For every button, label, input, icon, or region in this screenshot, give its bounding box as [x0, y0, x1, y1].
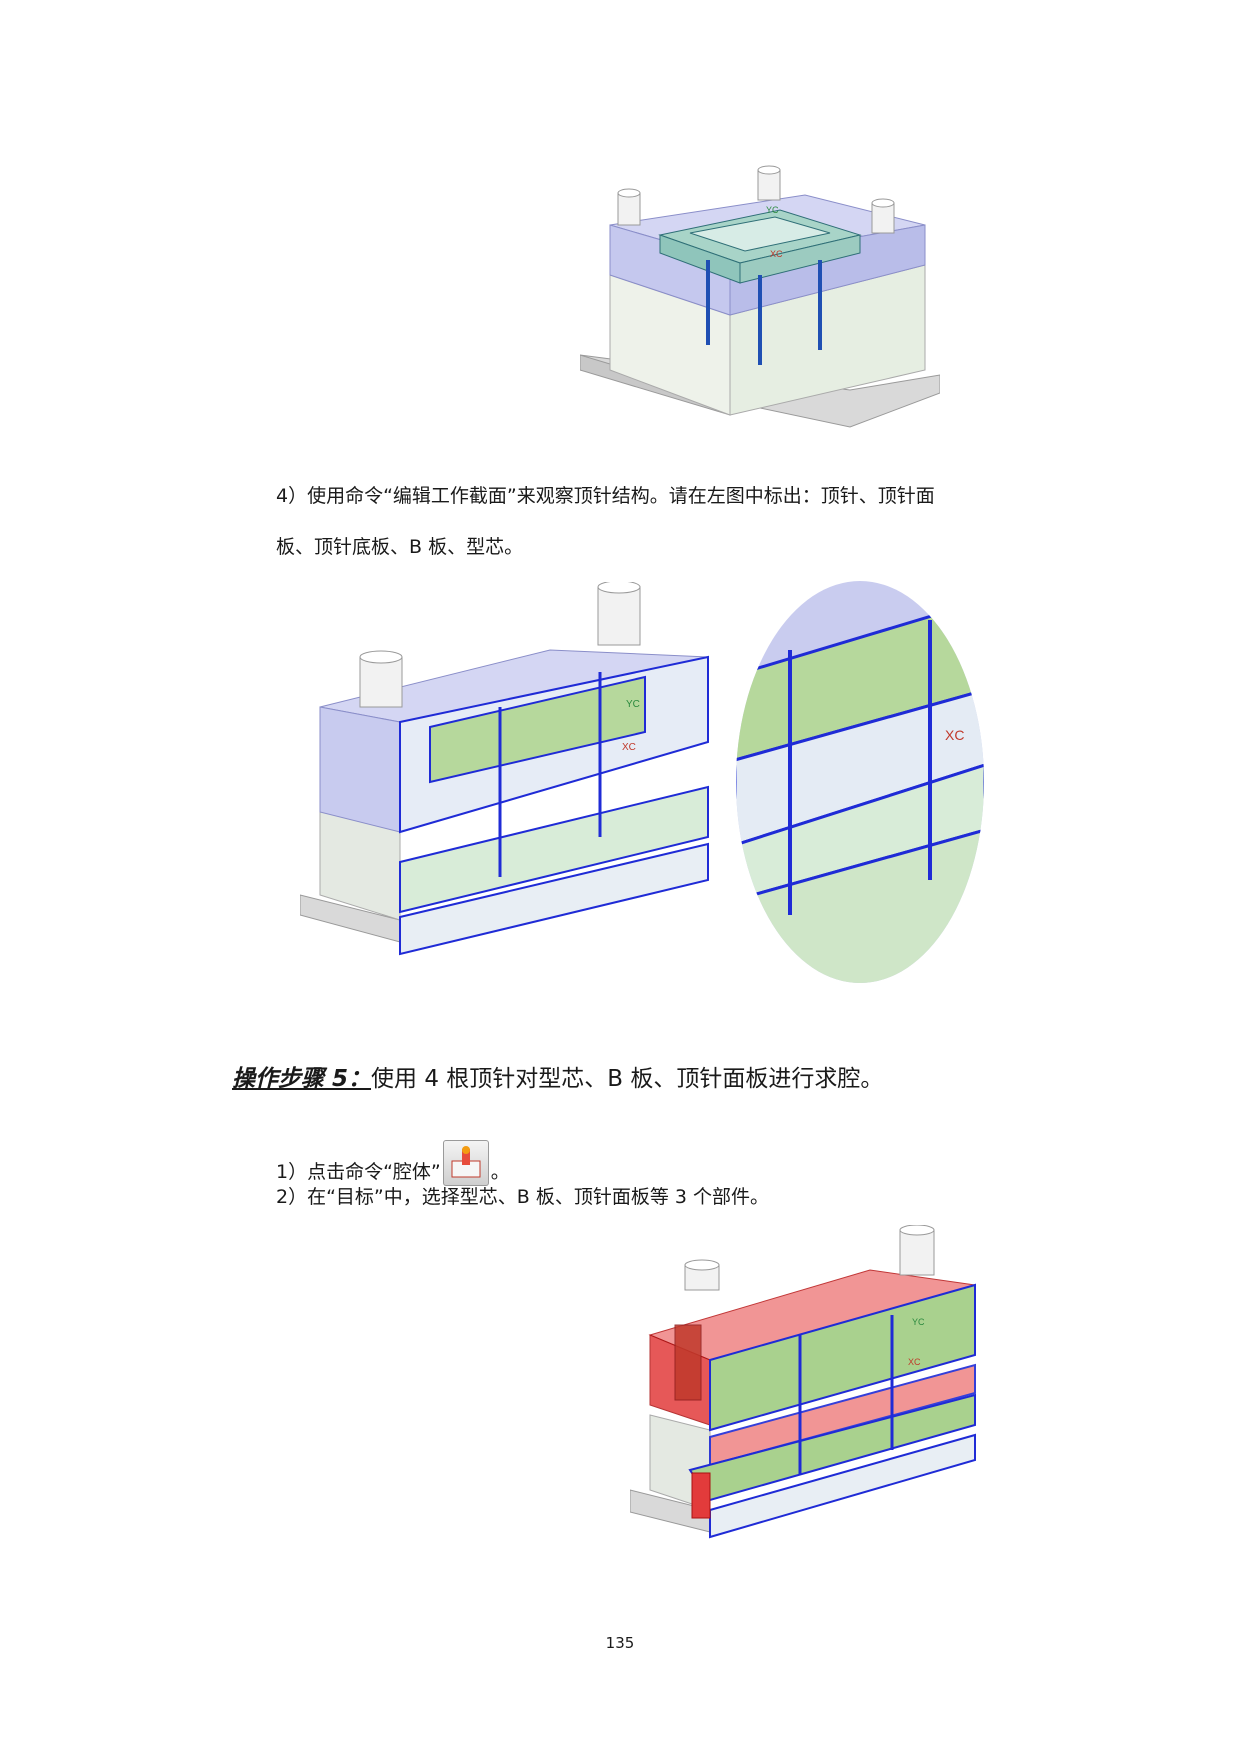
step5-instruction-1-before: 1）点击命令“腔体” [276, 1161, 441, 1183]
axis-yc-label: YC [912, 1317, 925, 1327]
mold-assembly-figure: YC XC [580, 165, 940, 455]
axis-xc-label: XC [945, 727, 964, 743]
step5-heading: 操作步骤 5：使用 4 根顶针对型芯、B 板、顶针面板进行求腔。 [232, 1063, 883, 1095]
step5-heading-lead: 操作步骤 5： [232, 1066, 372, 1092]
step5-instruction-1-after: 。 [490, 1161, 510, 1183]
step5-heading-text: 使用 4 根顶针对型芯、B 板、顶针面板进行求腔。 [371, 1066, 884, 1092]
cavity-result-figure: YC XC [630, 1225, 980, 1560]
mold-section-figure: YC XC [300, 582, 710, 974]
step4-instruction-line1: 4）使用命令“编辑工作截面”来观察顶针结构。请在左图中标出：顶针、顶针面 [276, 485, 935, 507]
step5-instruction-1: 1）点击命令“腔体” 。 [276, 1140, 510, 1186]
axis-xc-label: XC [622, 742, 636, 753]
axis-yc-label: YC [766, 205, 779, 215]
step5-instruction-2: 2）在“目标”中，选择型芯、B 板、顶针面板等 3 个部件。 [276, 1186, 770, 1208]
magnified-detail-figure: XC [735, 580, 985, 985]
step4-instruction-line2: 板、顶针底板、B 板、型芯。 [276, 536, 524, 558]
axis-xc-label: XC [770, 249, 783, 259]
axis-xc-label: XC [908, 1357, 921, 1367]
page-number: 135 [605, 1634, 635, 1652]
cavity-command-icon [442, 1140, 489, 1186]
axis-yc-label: YC [626, 699, 640, 710]
